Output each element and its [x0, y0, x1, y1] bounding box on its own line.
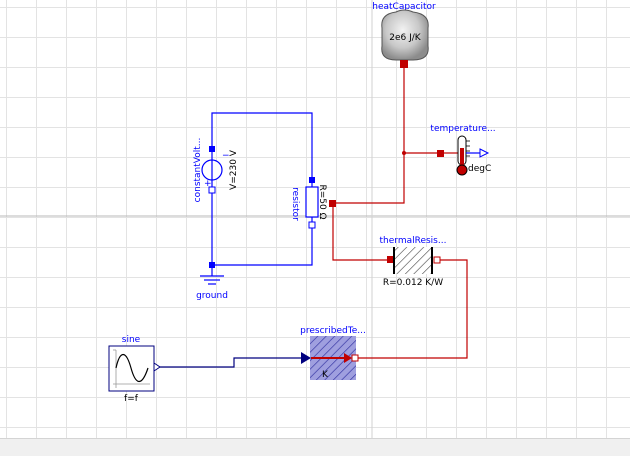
status-bar [0, 438, 630, 456]
thermal-resistor-value: R=0.012 K/W [383, 278, 443, 288]
voltage-positive-port[interactable] [209, 146, 215, 152]
heat-capacitor-body [381, 9, 429, 61]
temperature-sensor[interactable]: temperature... degC [430, 124, 496, 176]
thermal-resistor-port-b[interactable] [433, 256, 441, 264]
sine-wave-icon [115, 353, 149, 383]
prescribed-temperature-input-port[interactable] [301, 352, 311, 364]
ground-port[interactable] [209, 262, 215, 268]
sine-source[interactable]: sine f=f [108, 335, 161, 404]
constant-voltage-value: V=230 V [229, 149, 239, 190]
thermal-resistor-port-a[interactable] [387, 256, 394, 263]
electrical-wires[interactable] [211, 112, 313, 266]
resistor-port-top[interactable] [309, 177, 315, 183]
temperature-sensor-unit: degC [468, 164, 491, 174]
thermal-resistor-body [394, 247, 432, 274]
heat-capacitor[interactable]: heatCapacitor 2e6 J/K [372, 2, 436, 68]
thermal-resistor-name: thermalResis... [380, 236, 447, 246]
kelvin-symbol: K [322, 370, 329, 380]
svg-text:−: − [222, 151, 230, 161]
temperature-sensor-name: temperature... [430, 124, 495, 134]
thermal-resistor[interactable]: thermalResis... R=0.012 K/W [380, 236, 447, 288]
heat-capacitor-port[interactable] [400, 60, 408, 68]
ground-name: ground [196, 291, 228, 301]
resistor-port-bottom[interactable] [308, 221, 316, 229]
sensor-output-port[interactable] [479, 148, 490, 158]
constant-voltage-name: constantVolt... [193, 138, 203, 203]
prescribed-temperature-port[interactable] [351, 354, 359, 362]
resistor-name: resistor [290, 187, 300, 221]
heat-capacitor-value: 2e6 J/K [389, 33, 422, 43]
thermal-wires[interactable] [332, 64, 468, 359]
sine-frequency: f=f [124, 394, 139, 404]
thermometer-icon [456, 164, 468, 176]
resistor[interactable]: resistor R=50 Ω [290, 177, 336, 229]
heat-capacitor-name: heatCapacitor [372, 2, 436, 12]
constant-voltage-source[interactable]: constantVolt... V=230 V − + [193, 138, 239, 203]
svg-text:+: + [204, 179, 212, 189]
ground[interactable]: ground [196, 262, 228, 301]
sine-name: sine [122, 335, 141, 345]
resistor-heat-port[interactable] [329, 200, 336, 207]
sine-output-port[interactable] [153, 362, 161, 372]
junction-dot [402, 151, 406, 155]
prescribed-temperature[interactable]: prescribedTe... K [300, 326, 366, 380]
signal-wire[interactable] [158, 357, 303, 368]
temperature-sensor-port[interactable] [437, 150, 444, 157]
resistor-value: R=50 Ω [317, 185, 327, 220]
resistor-body [305, 186, 319, 218]
prescribed-temperature-name: prescribedTe... [300, 326, 366, 336]
